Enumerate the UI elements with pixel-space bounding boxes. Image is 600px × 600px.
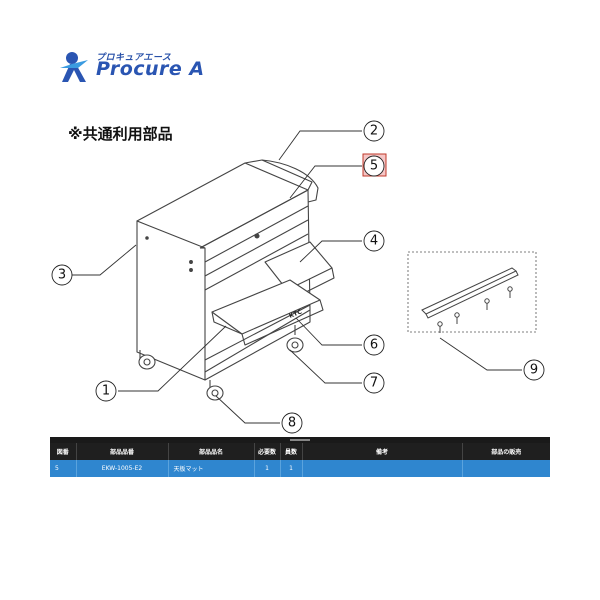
parts-table: 図番 部品品番 部品品名 必要数 員数 備考 部品の販売 5 EKW-1005-… — [50, 443, 550, 477]
callout-5[interactable]: 5 — [370, 159, 378, 174]
cell-fig-no: 5 — [50, 460, 77, 477]
cell-part-number: EKW-1005-E2 — [76, 460, 169, 477]
cell-remarks — [302, 460, 463, 477]
brand-tagline: プロキュアエース — [96, 53, 172, 63]
col-header-sales[interactable]: 部品の販売 — [462, 443, 550, 460]
drawer-brand-label: KTC — [288, 308, 303, 320]
col-header-remarks[interactable]: 備考 — [302, 443, 463, 460]
callout-6[interactable]: 6 — [370, 338, 378, 353]
table-row[interactable]: 5 EKW-1005-E2 天板マット 1 1 — [50, 460, 550, 477]
callout-1[interactable]: 1 — [102, 384, 110, 399]
callout-4[interactable]: 4 — [370, 234, 378, 249]
col-header-fig-no[interactable]: 図番 — [50, 443, 77, 460]
callout-7[interactable]: 7 — [370, 376, 378, 391]
callout-3[interactable]: 3 — [58, 268, 66, 283]
cell-unit-qty: 1 — [280, 460, 303, 477]
callout-8[interactable]: 8 — [288, 416, 296, 431]
table-resize-handle[interactable] — [50, 437, 550, 443]
cell-sales — [462, 460, 550, 477]
brand-name: Procure A — [96, 58, 205, 80]
col-header-unit-qty[interactable]: 員数 — [280, 443, 303, 460]
callout-2[interactable]: 2 — [370, 124, 378, 139]
callout-9[interactable]: 9 — [530, 363, 538, 378]
common-parts-note: ※共通利用部品 — [68, 125, 173, 143]
procure-a-logo-icon — [60, 52, 88, 82]
table-header-row: 図番 部品品番 部品品名 必要数 員数 備考 部品の販売 — [50, 443, 550, 460]
parts-diagram: KTC 2 5 3 4 6 7 8 1 9 — [51, 120, 545, 434]
col-header-part-number[interactable]: 部品品番 — [76, 443, 169, 460]
cell-required-qty: 1 — [254, 460, 281, 477]
col-header-part-name[interactable]: 部品品名 — [168, 443, 255, 460]
cell-part-name: 天板マット — [168, 460, 255, 477]
col-header-required-qty[interactable]: 必要数 — [254, 443, 281, 460]
